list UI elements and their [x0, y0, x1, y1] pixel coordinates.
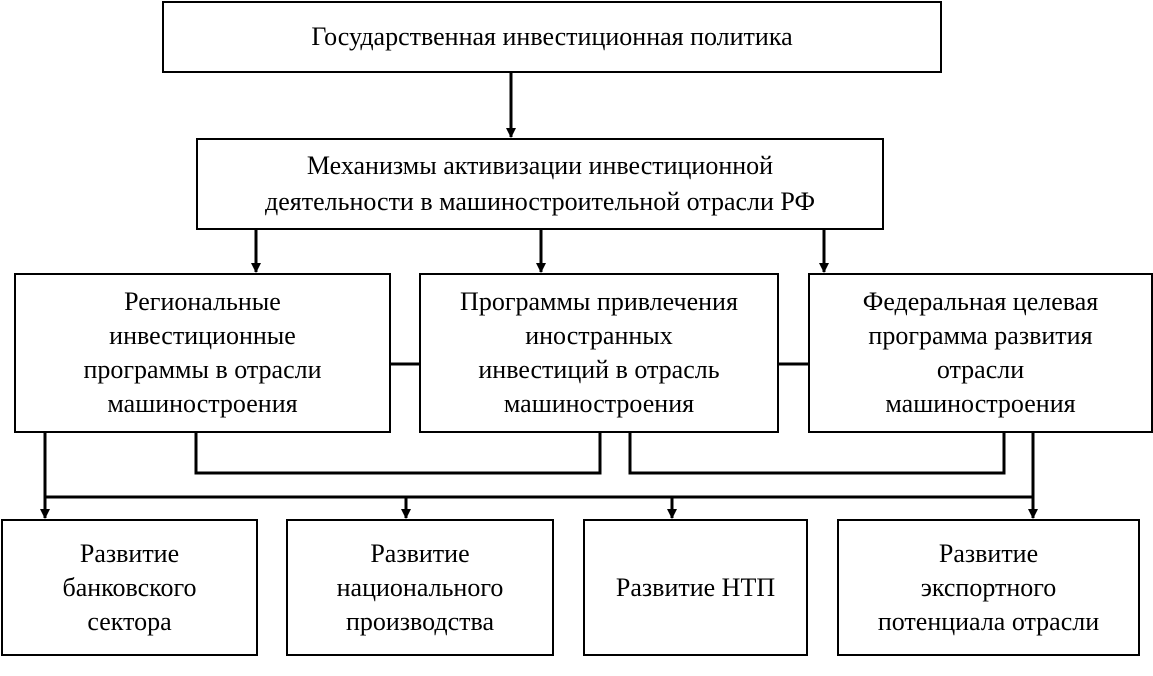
regional-programs-box: Региональные инвестиционные программы в … — [14, 273, 391, 433]
state-investment-policy-box: Государственная инвестиционная политика — [162, 1, 942, 73]
foreign-investment-programs-text: Программы привлечения иностранных инвест… — [460, 287, 738, 418]
bracket-regional-foreign — [194, 433, 602, 475]
national-production-text: Развитие национального производства — [336, 538, 504, 636]
federal-target-program-text: Федеральная целевая программа развития о… — [862, 287, 1099, 418]
export-potential-text: Развитие экспортного потенциала отрасли — [877, 538, 1100, 636]
foreign-investment-programs-box: Программы привлечения иностранных инвест… — [419, 273, 779, 433]
banking-sector-box: Развитие банковского сектора — [1, 519, 258, 656]
export-potential-box: Развитие экспортного потенциала отрасли — [837, 519, 1140, 656]
activation-mechanisms-box: Механизмы активизации инвестиционной дея… — [196, 138, 884, 230]
ntp-development-text: Развитие НТП — [615, 572, 776, 602]
activation-mechanisms-text: Механизмы активизации инвестиционной дея… — [265, 151, 815, 216]
regional-programs-text: Региональные инвестиционные программы в … — [83, 287, 322, 418]
ntp-development-box: Развитие НТП — [583, 519, 808, 656]
banking-sector-text: Развитие банковского сектора — [62, 538, 197, 636]
national-production-box: Развитие национального производства — [286, 519, 554, 656]
federal-target-program-box: Федеральная целевая программа развития о… — [808, 273, 1153, 433]
bracket-foreign-federal — [628, 433, 1006, 475]
state-investment-policy-text: Государственная инвестиционная политика — [311, 22, 793, 51]
